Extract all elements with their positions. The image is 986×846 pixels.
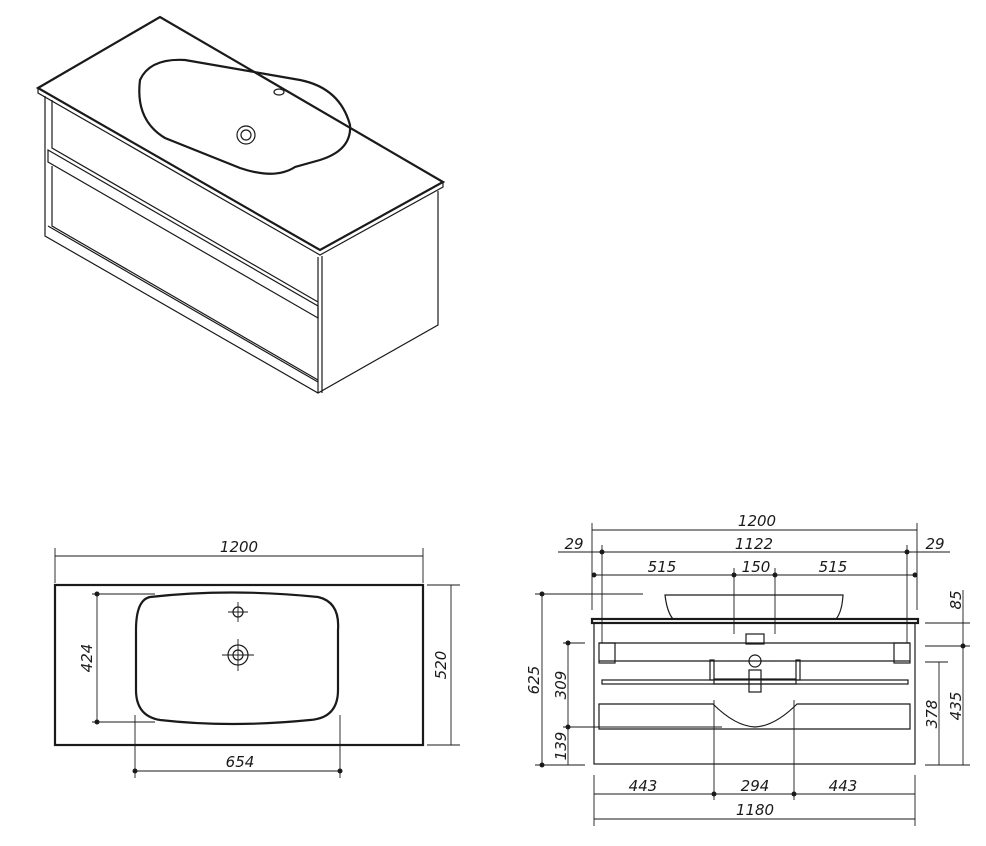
dim-tap-spacing-label: 150 bbox=[742, 558, 771, 576]
dim-cabinet-width-label: 1180 bbox=[736, 801, 774, 819]
drawer-front bbox=[598, 703, 911, 730]
dimension-tick bbox=[731, 572, 737, 578]
dim-lower-height-label: 139 bbox=[552, 732, 570, 761]
dim-cutout-width-label: 294 bbox=[741, 777, 770, 795]
dim-basin-height-label: 85 bbox=[947, 590, 965, 609]
dim-right-offset-label: 515 bbox=[819, 558, 848, 576]
dimension-tick bbox=[904, 549, 910, 555]
dimension-tick bbox=[94, 719, 100, 725]
bracket-left bbox=[598, 642, 616, 664]
dimension-tick bbox=[337, 768, 343, 774]
lower-drawer-outline bbox=[51, 166, 319, 381]
dimension-tick bbox=[539, 591, 545, 597]
dimension-tick bbox=[912, 572, 918, 578]
siphon-cutout-base bbox=[713, 678, 797, 685]
cabinet-bottom-edge bbox=[47, 225, 319, 383]
upper-drawer-outline bbox=[51, 100, 319, 303]
dim-overall-width-label: 1200 bbox=[738, 512, 776, 530]
front-view: 1200 29 1122 29 515 150 515 625 309 bbox=[525, 512, 970, 826]
dim-upper-height-label: 309 bbox=[552, 671, 570, 700]
drain-inner-ring bbox=[240, 129, 252, 141]
bracket-right bbox=[893, 642, 911, 664]
siphon-cutout-side bbox=[709, 659, 715, 681]
dimension-tick bbox=[599, 549, 605, 555]
dimension-tick bbox=[591, 572, 597, 578]
dim-left-offset-label: 515 bbox=[648, 558, 677, 576]
dim-total-height-label: 625 bbox=[525, 666, 543, 695]
dim-right-overhang-label: 29 bbox=[925, 535, 944, 553]
dimension-tick bbox=[565, 724, 571, 730]
dimension-tick bbox=[539, 762, 545, 768]
dim-basin-depth-label: 424 bbox=[78, 644, 96, 673]
dim-bottom-left-label: 443 bbox=[629, 777, 658, 795]
siphon-pipe bbox=[748, 669, 762, 693]
dim-basin-width-label: 654 bbox=[226, 753, 255, 771]
dim-mount-height-label: 378 bbox=[923, 700, 941, 729]
siphon-top bbox=[745, 633, 765, 645]
tap-hole-icon bbox=[273, 88, 285, 96]
isometric-basin bbox=[138, 58, 352, 175]
countertop-outline bbox=[53, 583, 425, 747]
siphon-icon bbox=[748, 654, 762, 668]
basin-front bbox=[664, 594, 844, 620]
countertop-edge bbox=[37, 88, 444, 256]
basin-outline bbox=[134, 591, 340, 726]
dim-depth-label: 520 bbox=[432, 651, 450, 680]
top-view: 1200 520 424 654 bbox=[53, 538, 460, 778]
dim-bottom-right-label: 443 bbox=[829, 777, 858, 795]
countertop-top bbox=[35, 15, 446, 252]
dim-width-label: 1200 bbox=[220, 538, 258, 556]
dimension-tick bbox=[132, 768, 138, 774]
dim-inner-width-label: 1122 bbox=[735, 535, 773, 553]
dimension-tick bbox=[772, 572, 778, 578]
drain-icon bbox=[236, 125, 256, 145]
dimension-tick bbox=[791, 791, 797, 797]
isometric-view bbox=[35, 15, 446, 394]
dim-left-overhang-label: 29 bbox=[564, 535, 583, 553]
dimension-tick bbox=[94, 591, 100, 597]
dimension-tick bbox=[960, 643, 966, 649]
cabinet-front bbox=[593, 622, 916, 765]
siphon-cutout-side bbox=[795, 659, 801, 681]
dim-cabinet-height-label: 435 bbox=[947, 692, 965, 721]
dimension-tick bbox=[711, 791, 717, 797]
cabinet-body bbox=[44, 96, 439, 394]
drawer-handle bbox=[47, 148, 319, 320]
dimension-tick bbox=[565, 640, 571, 646]
